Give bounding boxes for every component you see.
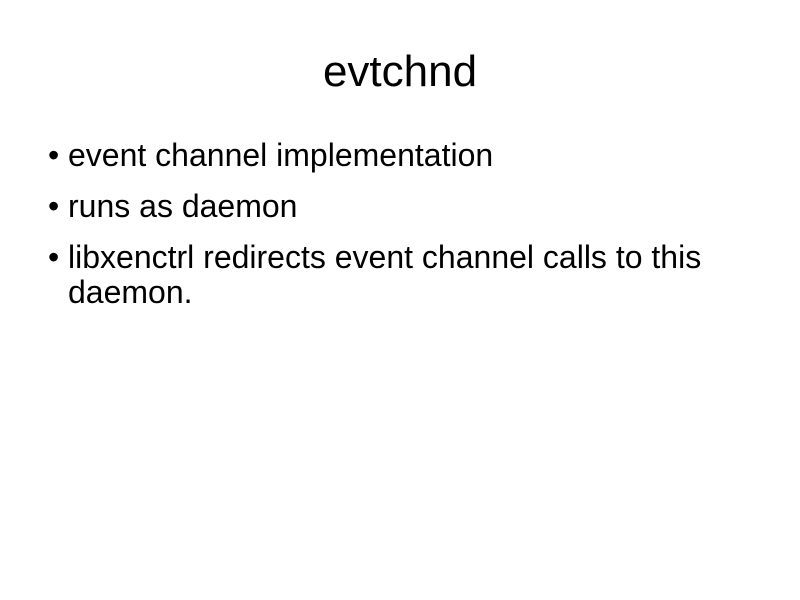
slide-title: evtchnd bbox=[322, 47, 478, 96]
bullet-icon: • bbox=[48, 239, 60, 276]
bullet-list: • event channel implementation • runs as… bbox=[48, 138, 760, 326]
bullet-icon: • bbox=[48, 188, 60, 225]
bullet-item: • runs as daemon bbox=[48, 189, 760, 223]
bullet-text: event channel implementation bbox=[68, 137, 494, 173]
bullet-text: libxenctrl redirects event channel calls… bbox=[68, 239, 702, 310]
bullet-item: • libxenctrl redirects event channel cal… bbox=[48, 239, 760, 310]
bullet-text: runs as daemon bbox=[68, 188, 298, 225]
bullet-icon: • bbox=[48, 137, 60, 173]
bullet-item: • event channel implementation bbox=[48, 138, 760, 172]
